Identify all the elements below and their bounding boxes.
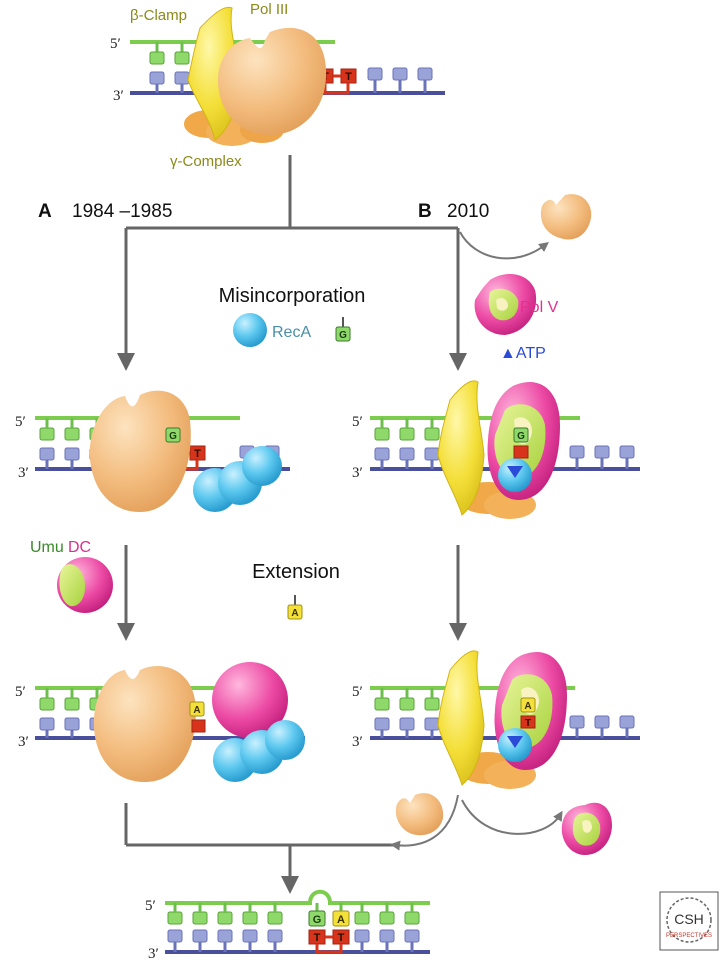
top-pol3: [218, 27, 327, 135]
panel-a-mid: T G: [35, 390, 290, 512]
free-g-nucleotide: G: [335, 317, 351, 342]
top-5prime: 5′: [110, 36, 121, 52]
release-arrow-top: [459, 231, 549, 260]
b-mid-g: G: [517, 431, 525, 442]
label-gamma-complex: γ-Complex: [170, 153, 242, 170]
panel-b-letter: B: [418, 201, 432, 222]
a-mid-g: G: [169, 431, 177, 442]
release-arrow-bottom: [461, 799, 563, 835]
label-polv: Pol V: [520, 299, 559, 316]
panel-b-mid: G: [370, 380, 640, 519]
a-ext-a: A: [193, 705, 200, 716]
a-mid-3prime: 3′: [18, 465, 29, 481]
polv-free: [474, 274, 537, 335]
label-reca: RecA: [272, 324, 311, 341]
panel-a-letter: A: [38, 201, 52, 222]
branch-lines: [117, 155, 467, 894]
b-ext-a: A: [524, 701, 531, 712]
panel-b-ext: A T: [370, 650, 640, 789]
top-dimer-t2: T: [345, 71, 352, 83]
umudc-icon: [57, 557, 113, 613]
final-a: A: [337, 914, 345, 926]
label-umudc-umu: Umu: [30, 539, 64, 556]
top-3prime: 3′: [113, 88, 124, 104]
logo-perspectives-text: PERSPECTIVES: [666, 933, 712, 939]
a-ext-3prime: 3′: [18, 734, 29, 750]
final-t2: T: [338, 932, 345, 944]
a-ext-5prime: 5′: [15, 684, 26, 700]
free-g-letter: G: [339, 330, 347, 341]
released-pol3-bottom: [395, 793, 444, 836]
reca-icon: [233, 313, 267, 347]
released-pol3-top: [540, 194, 592, 240]
b-mid-5prime: 5′: [352, 414, 363, 430]
free-a-letter: A: [291, 608, 298, 619]
b-mid-3prime: 3′: [352, 465, 363, 481]
csh-perspectives-logo: CSH PERSPECTIVES: [659, 891, 719, 951]
label-extension: Extension: [252, 561, 340, 583]
logo-csh-text: CSH: [674, 911, 704, 927]
final-3prime: 3′: [148, 946, 159, 959]
label-misincorporation: Misincorporation: [219, 285, 366, 307]
b-ext-t: T: [525, 718, 531, 729]
a-mid-5prime: 5′: [15, 414, 26, 430]
final-g: G: [313, 914, 322, 926]
final-5prime: 5′: [145, 898, 156, 914]
panel-a-ext: A: [35, 662, 305, 782]
label-atp: ▲ATP: [500, 345, 546, 362]
panel-a-years: 1984 –1985: [72, 201, 172, 222]
top-dna-complex: T T: [130, 6, 445, 146]
released-polv-bottom: [561, 802, 612, 855]
a-mid-dimer-t: T: [194, 448, 201, 460]
b-ext-5prime: 5′: [352, 684, 363, 700]
label-pol3: Pol III: [250, 1, 288, 18]
free-a-nucleotide: A: [287, 595, 303, 620]
return-arrow: [390, 794, 459, 851]
b-ext-3prime: 3′: [352, 734, 363, 750]
label-umudc-dc: DC: [68, 539, 91, 556]
final-t1: T: [314, 932, 321, 944]
panel-b-year: 2010: [447, 201, 489, 222]
label-beta-clamp: β-Clamp: [130, 7, 187, 24]
final-dna: G A T T: [165, 889, 430, 954]
